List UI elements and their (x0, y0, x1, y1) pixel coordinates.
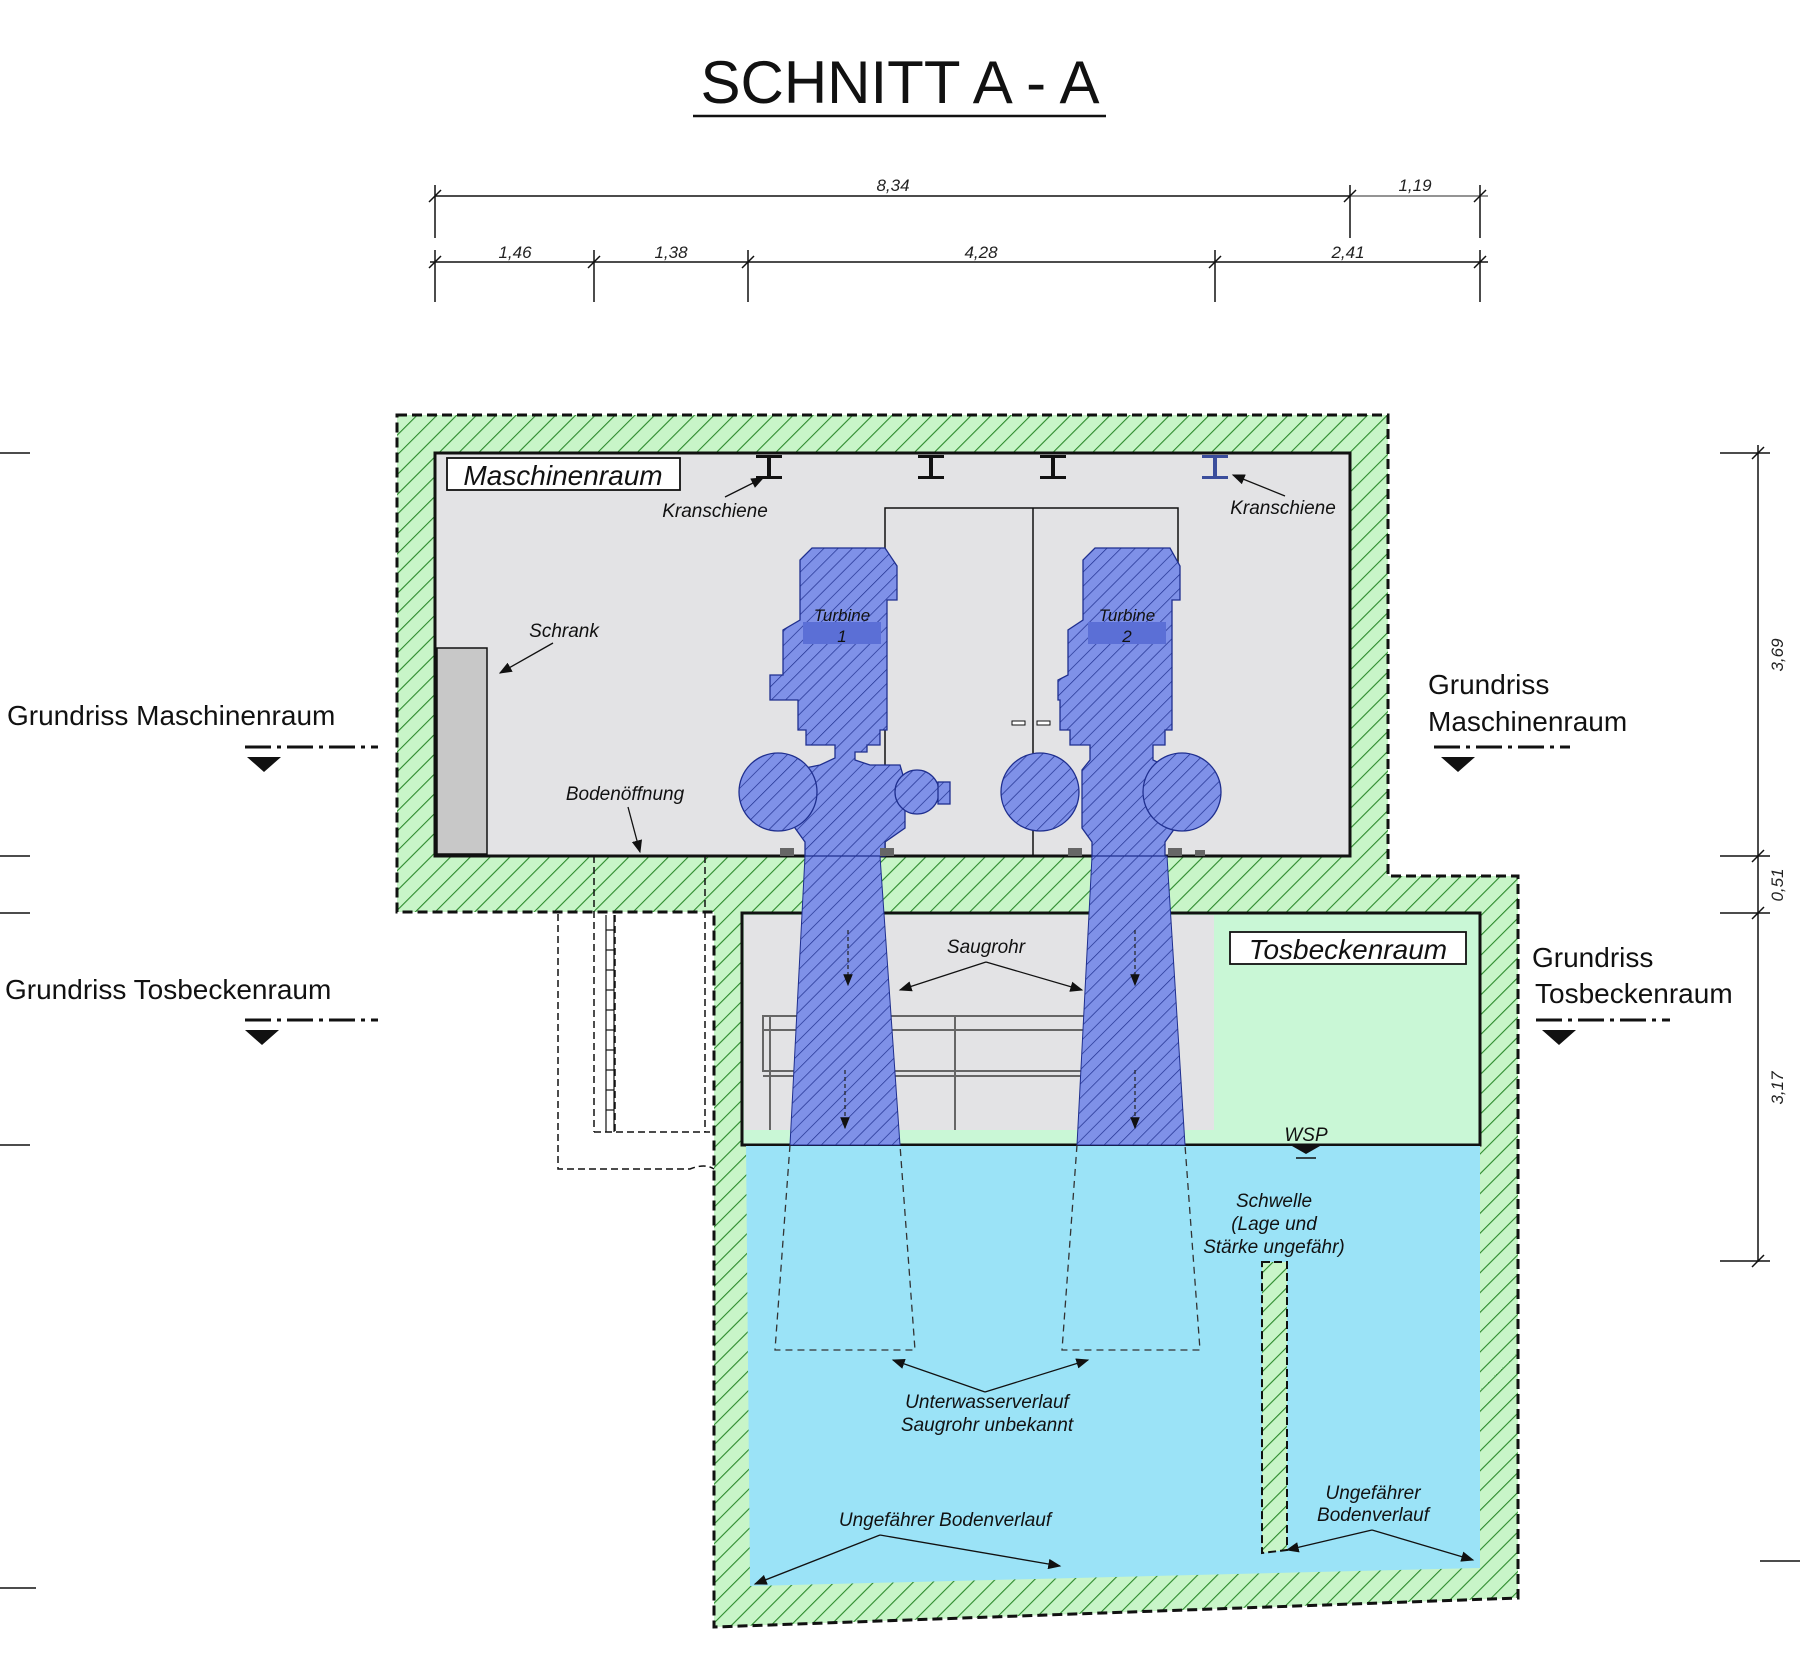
turbine-2-label: Turbine (1099, 606, 1155, 625)
top-dimension-chain (428, 185, 1488, 302)
crane-rail-label-right: Kranschiene (1230, 498, 1336, 519)
turbine-1-number: 1 (837, 627, 846, 646)
machine-room-label-box (446, 457, 681, 491)
dim-4-28: 4,28 (964, 243, 998, 262)
draft-tube-2 (1076, 855, 1186, 1146)
plan-marker-right-basin-2: Tosbeckenraum (1535, 978, 1733, 1009)
draft-tube-leader-2 (985, 961, 1084, 992)
left-level-ticks (0, 452, 36, 1589)
dim-1-46: 1,46 (498, 243, 532, 262)
draft-tube-leader-1 (898, 961, 987, 992)
turbine-2-indicator-b (1036, 720, 1051, 726)
sill (1261, 1261, 1288, 1555)
flow-arrows (840, 930, 1140, 1130)
crane-rail-leader-right (1231, 474, 1286, 497)
floor-course-left-leader-1 (753, 1534, 881, 1585)
plan-marker-left-basin: Grundriss Tosbeckenraum (5, 974, 331, 1005)
basin-room-label: Tosbeckenraum (1249, 934, 1447, 965)
tailwater-body (746, 1145, 1480, 1586)
dim-1-38: 1,38 (654, 243, 688, 262)
turbine-feet (780, 848, 1205, 856)
plan-marker-left-machine: Grundriss Maschinenraum (7, 700, 335, 731)
tailwater-leader-1 (891, 1358, 986, 1393)
plan-marker-left-machine-symbol (245, 745, 378, 772)
machine-room-label: Maschinenraum (463, 460, 662, 491)
plan-marker-right-machine-2: Maschinenraum (1428, 706, 1627, 737)
floor-course-right-leader-2 (1371, 1529, 1475, 1562)
cabinet-leader (498, 642, 554, 674)
tailwater-label-1: Unterwasserverlauf (905, 1392, 1070, 1413)
crane-rail-leader-left (724, 477, 765, 498)
plan-marker-right-basin-1: Grundriss (1532, 942, 1653, 973)
dim-2-41: 2,41 (1330, 243, 1364, 262)
tailwater-label-2: Saugrohr unbekannt (901, 1415, 1074, 1436)
turbine-2-nameplate (1088, 622, 1166, 644)
floor-opening-leader (627, 806, 643, 854)
crane-rail-label-left: Kranschiene (662, 501, 768, 522)
draft-tube-dashed (774, 1144, 1201, 1351)
plan-marker-right-basin-symbol (1536, 1018, 1670, 1045)
ladder (605, 915, 615, 1132)
side-shaft-outline (557, 856, 715, 1170)
floor-course-right-leader-1 (1285, 1529, 1373, 1553)
plan-marker-right-machine-1: Grundriss (1428, 669, 1549, 700)
cabinet (436, 647, 488, 855)
floor-course-left-label: Ungefährer Bodenverlauf (839, 1510, 1053, 1531)
cabinet-label: Schrank (529, 621, 600, 642)
crane-rails (756, 455, 1228, 479)
draft-tube-label: Saugrohr (947, 937, 1026, 958)
water-level-label: WSP (1284, 1125, 1328, 1146)
sill-label-3: Stärke ungefähr) (1203, 1237, 1345, 1258)
dim-3-17: 3,17 (1768, 1071, 1787, 1105)
turbine-1-label: Turbine (814, 606, 870, 625)
plan-marker-right-machine-symbol (1434, 745, 1570, 772)
tailwater-leader-2 (984, 1358, 1090, 1393)
water-level-symbol (1292, 1146, 1320, 1154)
plan-marker-left-basin-symbol (245, 1018, 378, 1045)
dim-1-19: 1,19 (1398, 176, 1432, 195)
turbine-1-nameplate (803, 622, 881, 644)
sill-label-2: (Lage und (1231, 1214, 1318, 1235)
drawing-title: SCHNITT A - A (701, 49, 1100, 116)
turbine-2-number: 2 (1121, 627, 1132, 646)
floor-course-right-label-2: Bodenverlauf (1317, 1505, 1431, 1526)
floor-opening-label: Bodenöffnung (566, 784, 685, 805)
floor-course-right-label-1: Ungefährer (1325, 1483, 1421, 1504)
floor-course-left-leader-2 (879, 1534, 1062, 1570)
dim-3-69: 3,69 (1768, 638, 1787, 672)
right-dimension-chain (1720, 445, 1800, 1562)
sill-label-1: Schwelle (1236, 1191, 1312, 1212)
dim-0-51: 0,51 (1768, 868, 1787, 901)
basin-room-label-box (1229, 931, 1467, 965)
turbine-2-indicator-a (1011, 720, 1026, 726)
dim-8-34: 8,34 (876, 176, 909, 195)
